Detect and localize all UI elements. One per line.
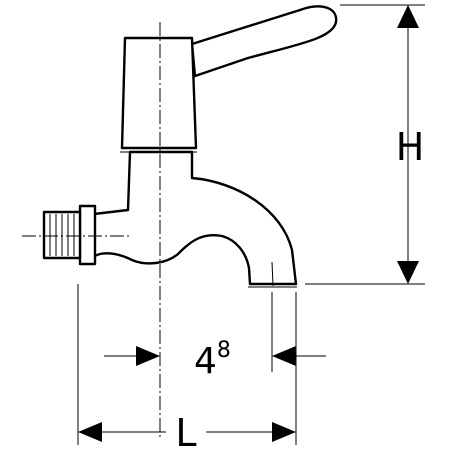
arrow-l-right	[272, 422, 296, 442]
spout-offset-label: 48	[194, 338, 231, 382]
dimension-spout-offset: 48	[104, 338, 326, 382]
thread-hatching	[49, 214, 75, 256]
length-label: L	[175, 411, 196, 450]
arrow-l-left	[78, 422, 102, 442]
valve-body-spout	[92, 150, 298, 286]
handle-head	[120, 36, 198, 150]
tap-body	[42, 5, 338, 288]
spout-offset-main: 4	[194, 341, 217, 382]
arrow-h-bottom	[397, 261, 419, 284]
spout-outlet-inner	[271, 261, 274, 287]
dimension-h: H	[396, 5, 425, 284]
arrow-48-right	[272, 346, 296, 366]
lever-handle	[190, 5, 338, 78]
dimension-l: L	[78, 408, 296, 450]
arrow-h-top	[397, 5, 419, 28]
spout-offset-superscript: 8	[217, 338, 231, 363]
hex-nut	[78, 204, 97, 266]
length-label-bg	[166, 408, 206, 448]
height-label: H	[396, 125, 425, 169]
arrow-48-left	[136, 346, 160, 366]
